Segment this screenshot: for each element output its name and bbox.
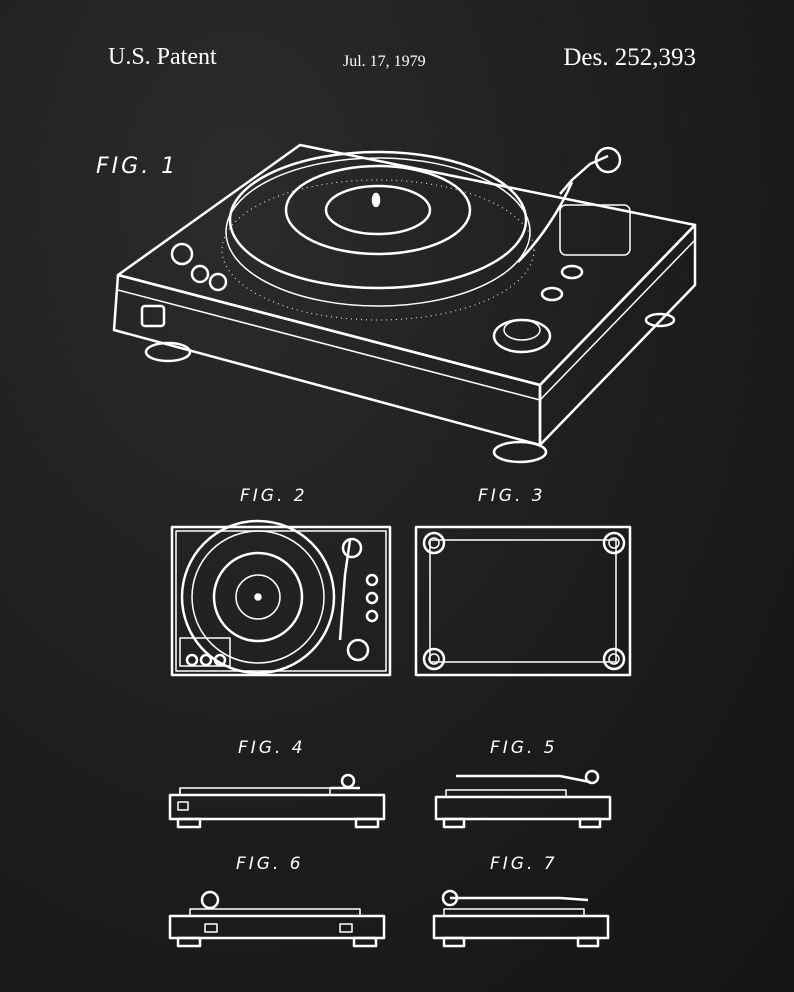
fig-6-side-view: [168, 890, 386, 948]
patent-number: Des. 252,393: [563, 44, 696, 71]
fig-3-label: FIG. 3: [478, 486, 546, 506]
fig-4-label: FIG. 4: [238, 738, 306, 758]
fig-1-turntable-perspective: [112, 143, 697, 464]
fig-2-label: FIG. 2: [240, 486, 308, 506]
fig-5-label: FIG. 5: [490, 738, 558, 758]
fig-1-label: FIG. 1: [96, 154, 179, 179]
fig-7-side-view: [432, 889, 610, 948]
fig-4-front-view: [168, 773, 386, 829]
fig-7-label: FIG. 7: [490, 854, 558, 874]
patent-date: Jul. 17, 1979: [343, 53, 426, 70]
fig-6-label: FIG. 6: [236, 854, 304, 874]
fig-2-top-view: [170, 519, 392, 677]
fig-5-side-view: [434, 769, 612, 829]
patent-label: U.S. Patent: [108, 44, 217, 70]
fig-3-bottom-view: [414, 525, 632, 677]
